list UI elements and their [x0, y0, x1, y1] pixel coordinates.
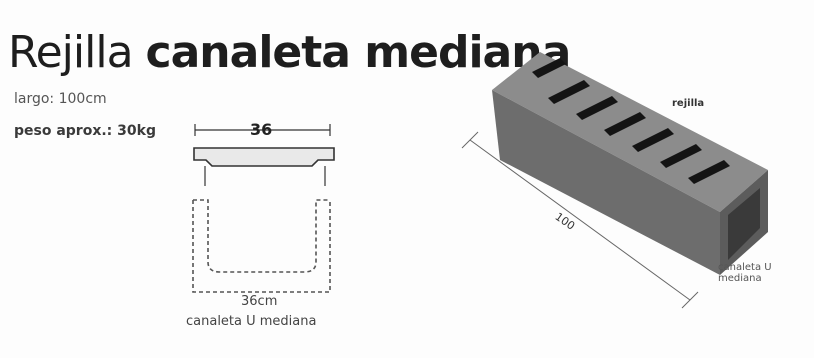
- title-word-rejilla: Rejilla: [8, 27, 134, 78]
- channel-label: canaleta U mediana: [718, 262, 772, 284]
- title-word-canaleta: canaleta mediana: [145, 27, 572, 78]
- length-spec: largo: 100cm: [14, 91, 107, 107]
- u-channel-outline: [192, 199, 331, 293]
- channel-label-line2: mediana: [718, 273, 762, 284]
- grate-slots: [532, 58, 730, 184]
- page-title: Rejilla canaleta mediana: [8, 27, 572, 78]
- leader-lines: [204, 166, 326, 186]
- grate-slot: [632, 128, 674, 152]
- grate-slot: [660, 144, 702, 168]
- grate-label: rejilla: [672, 98, 705, 109]
- grate-slot: [604, 112, 646, 136]
- channel-long-face: [492, 90, 720, 275]
- grate-slot: [532, 58, 566, 78]
- section-caption: canaleta U mediana: [186, 314, 317, 329]
- weight-spec: peso aprox.: 30kg: [14, 123, 156, 139]
- top-dimension-line: [194, 124, 331, 136]
- length-dimension-line: [461, 131, 699, 309]
- grate-slot: [548, 80, 590, 104]
- grate-profile: [193, 147, 335, 167]
- top-dimension-label: 36: [250, 120, 273, 139]
- channel-opening: [728, 188, 760, 260]
- bottom-dimension-label: 36cm: [241, 294, 278, 309]
- grate-slot: [688, 160, 730, 184]
- grate-slot: [576, 96, 618, 120]
- channel-label-line1: canaleta U: [718, 262, 772, 273]
